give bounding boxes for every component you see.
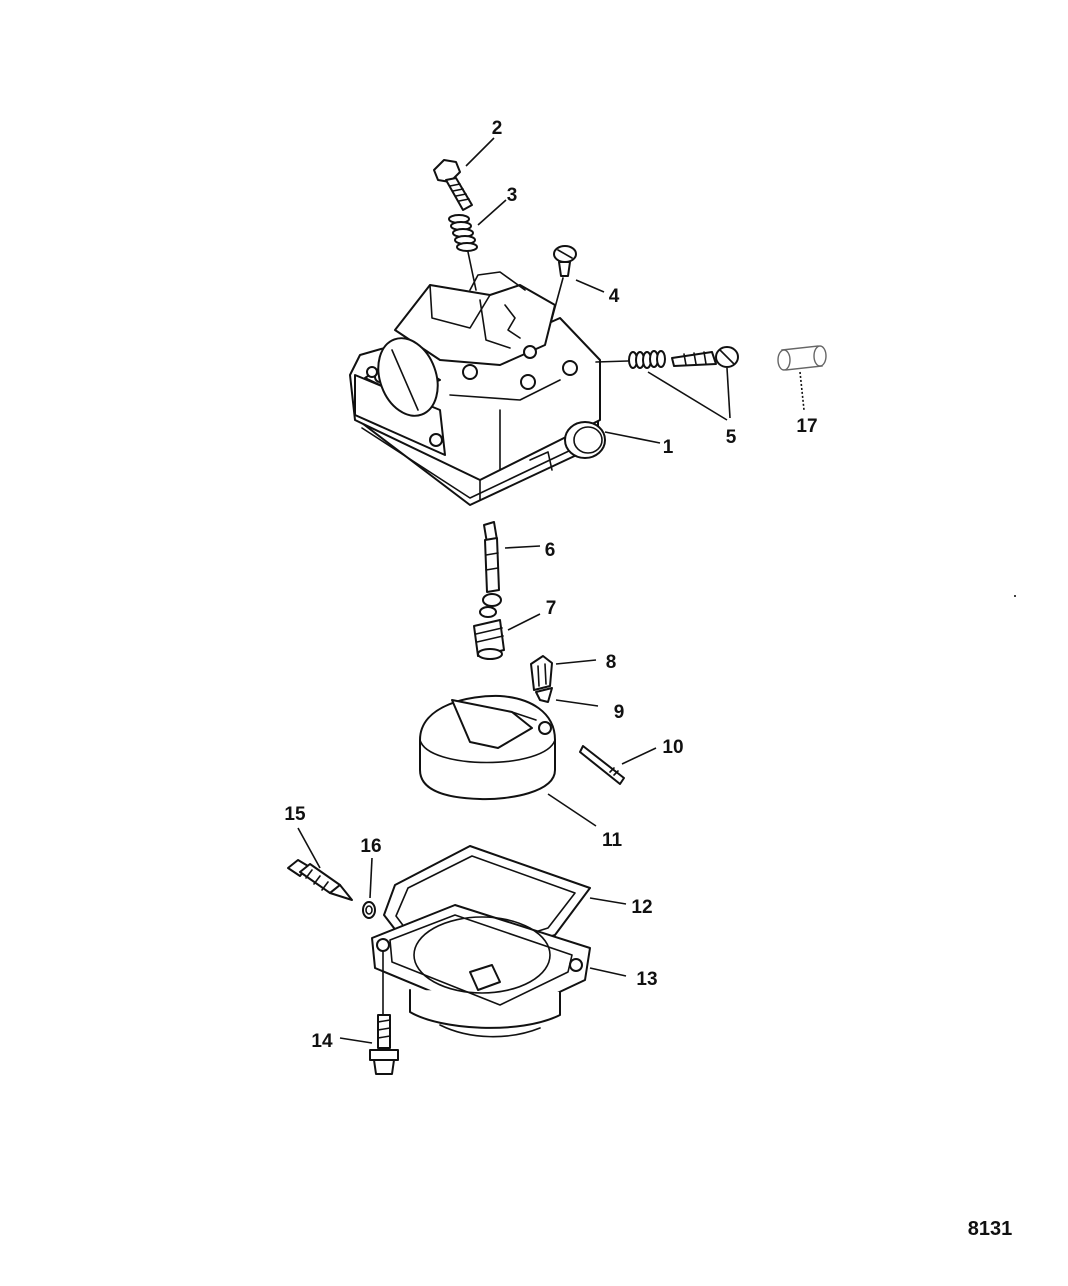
part-10-float-pin xyxy=(579,745,657,785)
callout-13: 13 xyxy=(636,969,657,990)
callout-10: 10 xyxy=(662,737,683,758)
figure-number: 8131 xyxy=(968,1218,1013,1240)
part-1-carburetor-body xyxy=(349,271,661,506)
part-17-plug xyxy=(777,345,827,411)
callout-12: 12 xyxy=(631,897,652,918)
part-4-screw xyxy=(537,245,577,371)
part-7-main-jet xyxy=(473,606,541,660)
callout-15: 15 xyxy=(284,804,306,825)
callout-8: 8 xyxy=(606,652,617,673)
part-5-mixture-screw xyxy=(595,346,739,421)
callout-14: 14 xyxy=(311,1031,333,1052)
part-8-inlet-needle xyxy=(530,655,597,691)
part-9-clip xyxy=(535,687,599,707)
part-11-float xyxy=(419,694,597,827)
callout-1: 1 xyxy=(663,437,674,458)
part-14-bowl-screw xyxy=(339,951,399,1075)
callout-3: 3 xyxy=(507,185,518,206)
part-16-o-ring xyxy=(362,857,376,919)
callout-9: 9 xyxy=(614,702,625,723)
callout-6: 6 xyxy=(545,540,556,561)
callout-5: 5 xyxy=(726,427,737,448)
callout-17: 17 xyxy=(796,416,817,437)
callout-16: 16 xyxy=(360,836,381,857)
part-3-spring xyxy=(448,214,478,291)
part-2-screw xyxy=(433,159,473,211)
callout-2: 2 xyxy=(492,118,503,139)
part-6-jet-tube xyxy=(482,521,541,607)
part-13-float-bowl xyxy=(371,904,627,1038)
callout-7: 7 xyxy=(546,598,557,619)
callout-11: 11 xyxy=(602,830,623,851)
callout-4: 4 xyxy=(609,286,620,307)
part-15-screw xyxy=(287,827,353,901)
